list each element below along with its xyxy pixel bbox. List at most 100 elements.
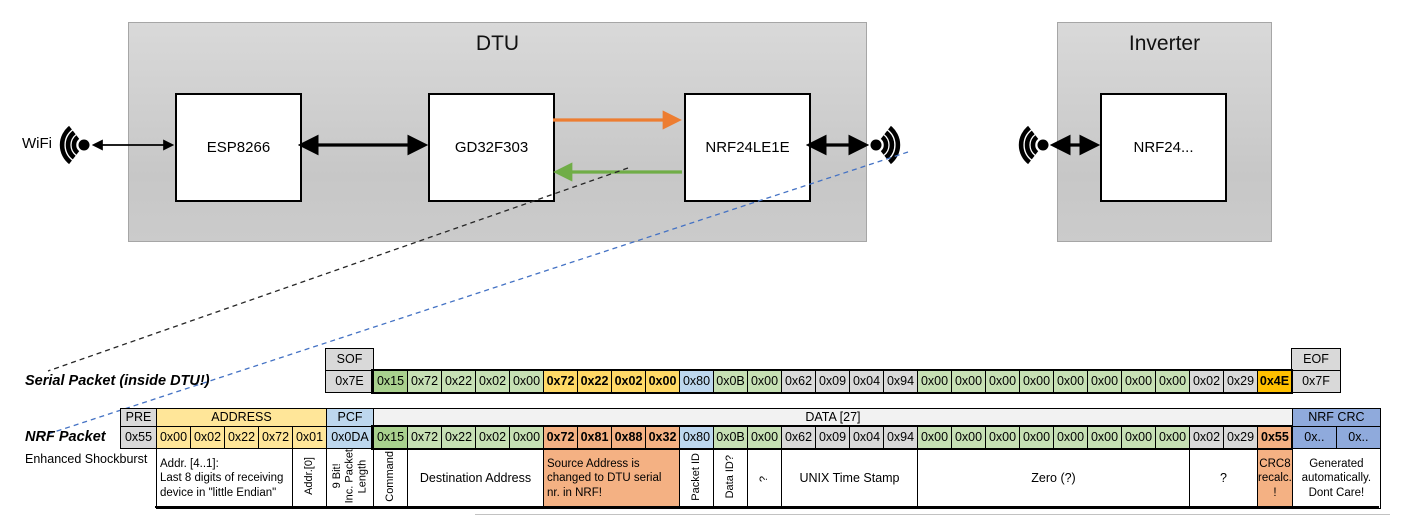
nrf-byte-cell: 0x.. xyxy=(1291,426,1337,449)
annotation-cell: Packet ID xyxy=(679,448,714,509)
gd32f303-label: GD32F303 xyxy=(454,139,529,156)
nrf-byte-cell: 0x00 xyxy=(747,426,782,449)
eof-byte-cell: 0x7F xyxy=(1291,370,1341,393)
serial-byte-cell: 0x22 xyxy=(577,370,612,393)
serial-byte-cell: 0x4E xyxy=(1257,370,1292,393)
nrf-byte-cell: 0x72 xyxy=(407,426,442,449)
sof-byte-cell: 0x7E xyxy=(325,370,374,393)
serial-byte-cell: 0x72 xyxy=(407,370,442,393)
nrf24le1e-label: NRF24LE1E xyxy=(705,139,790,156)
serial-byte-cell: 0x80 xyxy=(679,370,714,393)
annotation-cell: Addr.[0] xyxy=(292,448,327,509)
nrf-byte-cell: 0x22 xyxy=(441,426,476,449)
nrf-byte-cell: 0x29 xyxy=(1223,426,1258,449)
annotation-cell: Command xyxy=(373,448,408,509)
nrf-byte-cell: 0x81 xyxy=(577,426,612,449)
annotation-spacer xyxy=(121,449,157,509)
serial-byte-cell: 0x00 xyxy=(1019,370,1054,393)
nrf-byte-cell: 0x15 xyxy=(373,426,408,449)
nrf-byte-cell: 0x0DA xyxy=(326,426,374,449)
serial-byte-cell: 0x22 xyxy=(441,370,476,393)
nrf-byte-cell: 0x09 xyxy=(815,426,850,449)
eof-header-cell: EOF xyxy=(1291,348,1341,371)
inverter-group-box: Inverter xyxy=(1057,22,1272,242)
nrf-byte-cell: 0x01 xyxy=(292,426,327,449)
sof-header-cell: SOF xyxy=(325,348,374,371)
nrf-byte-cell: 0x62 xyxy=(781,426,816,449)
thin-divider-line xyxy=(475,514,1390,515)
serial-byte-cell: 0x29 xyxy=(1223,370,1258,393)
nrf-byte-cell: 0x22 xyxy=(224,426,259,449)
inverter-nrf24-block: NRF24... xyxy=(1100,93,1227,202)
nrf-byte-cell: 0x00 xyxy=(156,426,191,449)
annotation-cell: Addr. [4..1]: Last 8 digits of receiving… xyxy=(156,448,293,509)
esp8266-block: ESP8266 xyxy=(175,93,302,202)
serial-byte-cell: 0x0B xyxy=(713,370,748,393)
annotation-cell: Source Address is changed to DTU serial … xyxy=(543,448,680,509)
nrf-byte-cell: 0x55 xyxy=(120,426,157,449)
nrf-byte-cell: 0x00 xyxy=(509,426,544,449)
serial-byte-cell: 0x72 xyxy=(543,370,578,393)
serial-byte-cell: 0x00 xyxy=(1155,370,1190,393)
annotation-cell: Destination Address xyxy=(407,448,544,509)
field-header-cell: NRF CRC xyxy=(1291,408,1381,427)
annotation-cell: Generated automatically. Dont Care! xyxy=(1291,448,1381,509)
serial-byte-cell: 0x00 xyxy=(1121,370,1156,393)
serial-byte-cell: 0x00 xyxy=(645,370,680,393)
inverter-nrf24-label: NRF24... xyxy=(1133,139,1194,156)
nrf-byte-cell: 0x00 xyxy=(951,426,986,449)
serial-byte-cell: 0x09 xyxy=(815,370,850,393)
annotation-cell: ? xyxy=(747,448,782,509)
enhanced-shockburst-label: Enhanced Shockburst xyxy=(25,452,148,466)
serial-header-spacer xyxy=(374,349,1292,371)
annotation-cell: Zero (?) xyxy=(917,448,1190,509)
nrf-byte-cell: 0x94 xyxy=(883,426,918,449)
nrf-packet-label: NRF Packet xyxy=(25,429,106,445)
field-header-cell: PRE xyxy=(120,408,157,427)
nrf-byte-cell: 0x00 xyxy=(1155,426,1190,449)
annotation-cell: CRC8 recalc. ! xyxy=(1257,448,1293,509)
nrf24le1e-block: NRF24LE1E xyxy=(684,93,811,202)
nrf-byte-cell: 0x80 xyxy=(679,426,714,449)
serial-byte-cell: 0x00 xyxy=(1053,370,1088,393)
serial-byte-cell: 0x02 xyxy=(475,370,510,393)
nrf-byte-cell: 0x00 xyxy=(1087,426,1122,449)
nrf-byte-cell: 0x00 xyxy=(1019,426,1054,449)
dtu-title: DTU xyxy=(475,32,520,55)
nrf-byte-cell: 0x.. xyxy=(1335,426,1381,449)
serial-byte-cell: 0x15 xyxy=(373,370,408,393)
wifi-icon-left xyxy=(59,125,90,165)
inverter-title: Inverter xyxy=(1128,32,1201,55)
wifi-icon-dtu-right xyxy=(870,125,901,165)
nrf-byte-cell: 0x32 xyxy=(645,426,680,449)
nrf-byte-cell: 0x00 xyxy=(985,426,1020,449)
nrf-byte-cell: 0x02 xyxy=(1189,426,1224,449)
serial-byte-cell: 0x00 xyxy=(747,370,782,393)
serial-byte-cell: 0x00 xyxy=(951,370,986,393)
wifi-icon-inverter xyxy=(1018,125,1049,165)
serial-byte-cell: 0x00 xyxy=(917,370,952,393)
serial-byte-cell: 0x02 xyxy=(611,370,646,393)
esp8266-label: ESP8266 xyxy=(206,139,271,156)
nrf-byte-cell: 0x00 xyxy=(1121,426,1156,449)
serial-byte-cell: 0x00 xyxy=(985,370,1020,393)
annotation-cell: UNIX Time Stamp xyxy=(781,448,918,509)
field-header-cell: DATA [27] xyxy=(373,408,1293,427)
nrf-byte-cell: 0x0B xyxy=(713,426,748,449)
nrf-byte-cell: 0x04 xyxy=(849,426,884,449)
annotation-cell: Data ID? xyxy=(713,448,748,509)
gd32f303-block: GD32F303 xyxy=(428,93,555,202)
serial-byte-cell: 0x00 xyxy=(509,370,544,393)
nrf-byte-cell: 0x72 xyxy=(543,426,578,449)
nrf-byte-cell: 0x02 xyxy=(190,426,225,449)
annotation-cell: 9 Bit! Inc. Packet Length xyxy=(326,448,374,509)
serial-byte-cell: 0x02 xyxy=(1189,370,1224,393)
nrf-byte-cell: 0x55 xyxy=(1257,426,1293,449)
nrf-byte-cell: 0x00 xyxy=(1053,426,1088,449)
field-header-cell: ADDRESS xyxy=(156,408,327,427)
serial-byte-cell: 0x94 xyxy=(883,370,918,393)
serial-byte-cell: 0x00 xyxy=(1087,370,1122,393)
wifi-label: WiFi xyxy=(22,135,52,152)
nrf-byte-cell: 0x72 xyxy=(258,426,293,449)
